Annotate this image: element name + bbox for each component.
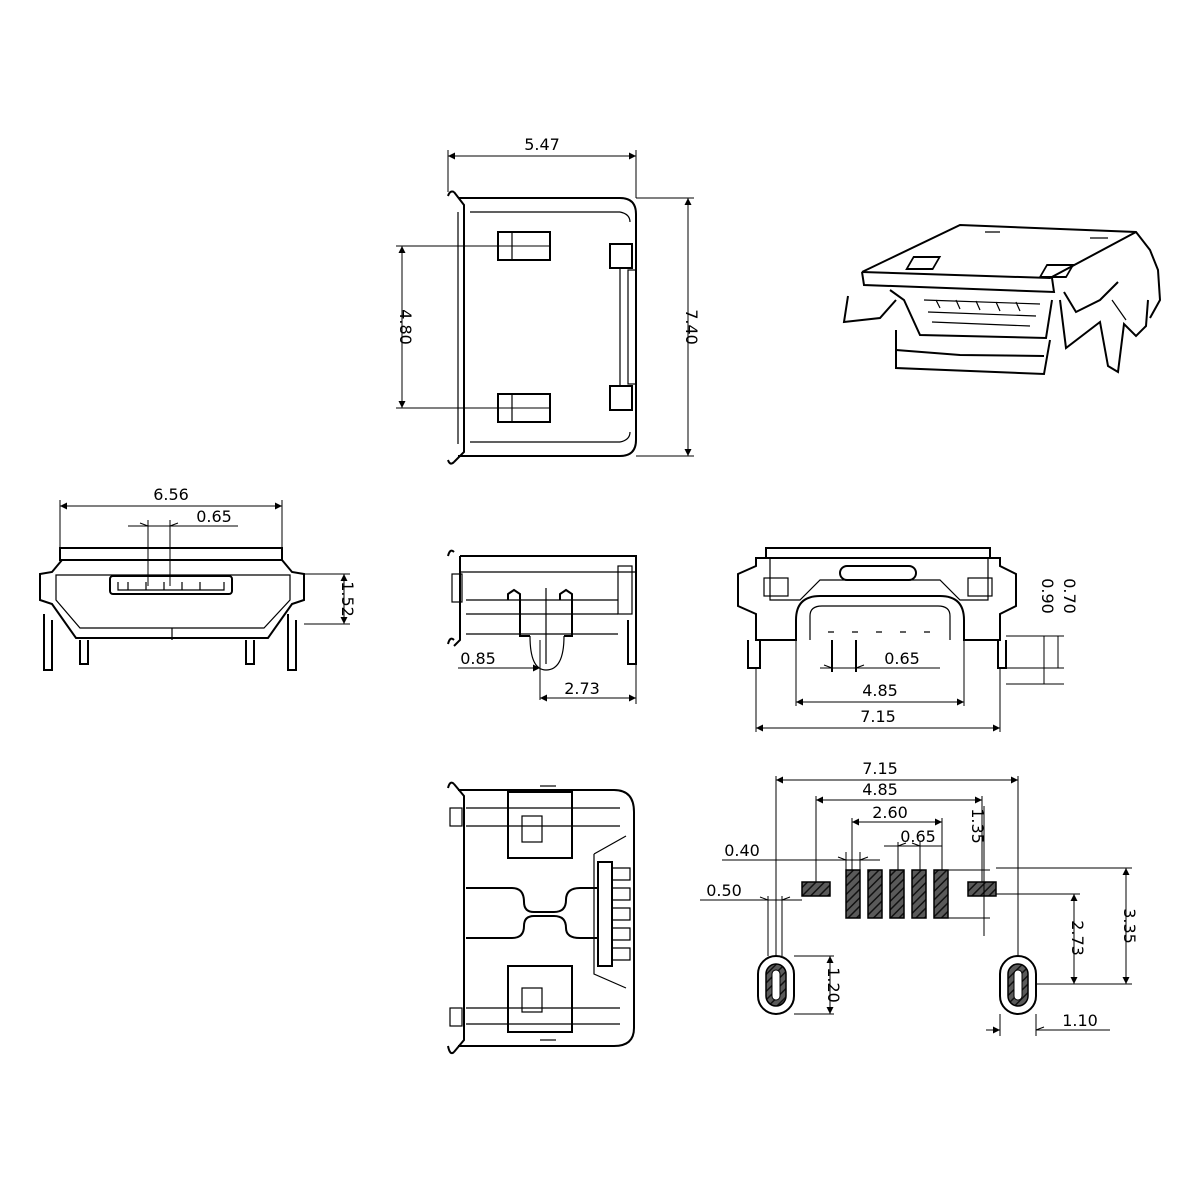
footprint-tab-left (801, 881, 831, 897)
rear-view: 0.65 4.85 7.15 0.90 0.70 (737, 547, 1079, 732)
side-view: 0.85 2.73 (447, 549, 637, 704)
front-pitch-label: 0.65 (196, 507, 232, 526)
side-offset-b-label: 2.73 (564, 679, 600, 698)
footprint-pad-2 (867, 869, 883, 919)
top-length-label: 7.40 (682, 309, 701, 345)
footprint-pad-width-label: 0.40 (724, 841, 760, 860)
bottom-view (447, 781, 635, 1055)
rear-height-b-label: 0.70 (1060, 578, 1079, 614)
rear-pitch-label: 0.65 (884, 649, 920, 668)
footprint-tab-width-label: 0.50 (706, 881, 742, 900)
footprint-pitch-label: 0.65 (900, 827, 936, 846)
front-view: 6.56 0.65 1.52 (39, 485, 357, 671)
isometric-view (842, 223, 1162, 376)
rear-pin-span-label: 4.85 (862, 681, 898, 700)
footprint-slot-length-label: 1.20 (824, 967, 843, 1003)
footprint-pad-3 (889, 869, 905, 919)
top-pin-span-label: 4.80 (396, 309, 415, 345)
footprint-slot-width-label: 1.10 (1062, 1011, 1098, 1030)
footprint-pad-span-label: 2.60 (872, 803, 908, 822)
footprint-tab-span-label: 4.85 (862, 780, 898, 799)
front-height-label: 1.52 (338, 581, 357, 617)
footprint-row-to-hole-label: 2.73 (1068, 920, 1087, 956)
footprint-view: 7.15 4.85 2.60 0.65 0.40 1.35 0.50 (700, 759, 1139, 1036)
side-offset-a-label: 0.85 (460, 649, 496, 668)
rear-width-label: 7.15 (860, 707, 896, 726)
footprint-pad-length-label: 1.35 (968, 808, 987, 844)
footprint-overall-label: 7.15 (862, 759, 898, 778)
rear-height-a-label: 0.90 (1038, 578, 1057, 614)
footprint-pad-4 (911, 869, 927, 919)
top-view: 5.47 4.80 7.40 (396, 135, 701, 465)
footprint-pad-1 (845, 869, 861, 919)
front-width-label: 6.56 (153, 485, 189, 504)
footprint-tab-right (967, 881, 997, 897)
footprint-pad-5 (933, 869, 949, 919)
top-width-label: 5.47 (524, 135, 560, 154)
footprint-row-to-hole-edge-label: 3.35 (1120, 908, 1139, 944)
